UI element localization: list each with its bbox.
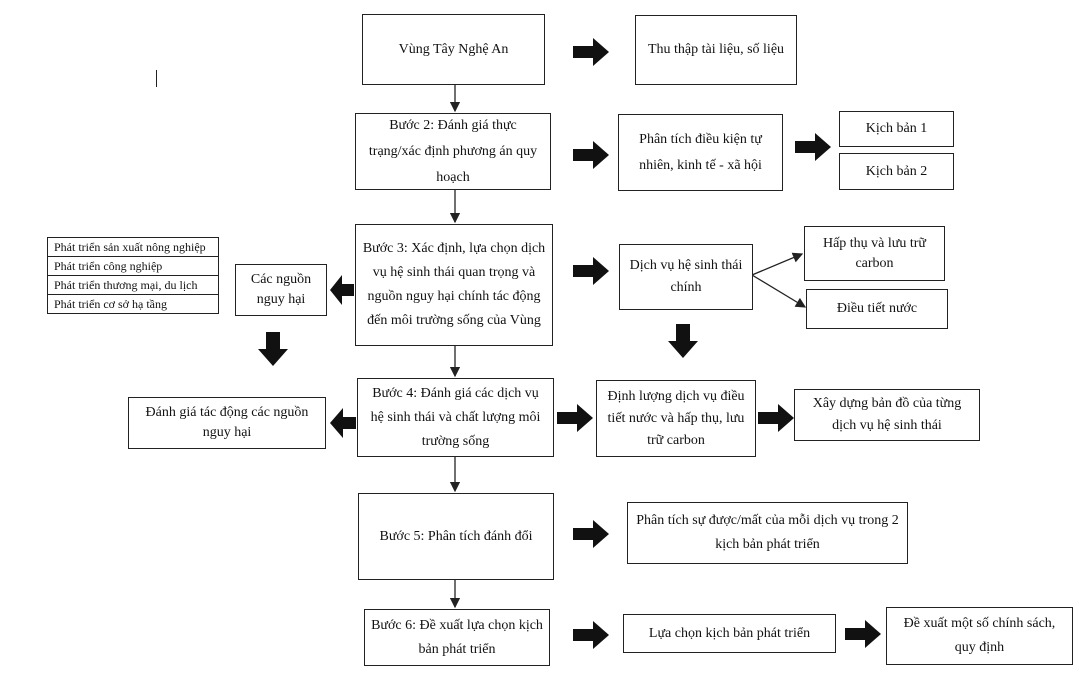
block-arrow-down-icon [258, 332, 288, 366]
step6-box: Bước 6: Đề xuất lựa chọn kịch bản phát t… [364, 609, 550, 666]
collect-data-label: Thu thập tài liệu, số liệu [647, 42, 785, 57]
scenario1-box: Kịch bản 1 [839, 111, 954, 147]
step3-label: Bước 3: Xác định, lựa chọn dịch vụ hệ si… [362, 241, 546, 328]
impact-label: Đánh giá tác động các nguồn nguy hại [145, 405, 309, 440]
hazard-list: Phát triển sản xuất nông nghiệp Phát tri… [47, 237, 219, 314]
scenario2-box: Kịch bản 2 [839, 153, 954, 190]
analysis-label: Phân tích điều kiện tự nhiên, kinh tế - … [639, 131, 762, 173]
propose-policy-box: Đề xuất một số chính sách, quy định [886, 607, 1073, 665]
water-box: Điều tiết nước [806, 289, 948, 329]
block-arrow-right-icon [573, 38, 609, 66]
step5-label: Bước 5: Phân tích đánh đổi [379, 528, 533, 544]
block-arrow-right-icon [573, 621, 609, 649]
main-services-box: Dịch vụ hệ sinh thái chính [619, 244, 753, 310]
step5-box: Bước 5: Phân tích đánh đổi [358, 493, 554, 580]
choose-scenario-label: Lựa chọn kịch bản phát triển [648, 625, 811, 641]
step1-label: Vùng Tây Nghệ An [398, 41, 509, 57]
mapping-box: Xây dựng bản đồ của từng dịch vụ hệ sinh… [794, 389, 980, 441]
step2-box: Bước 2: Đánh giá thực trạng/xác định phư… [355, 113, 551, 190]
step4-label: Bước 4: Đánh giá các dịch vụ hệ sinh thá… [370, 385, 541, 449]
collect-data-box: Thu thập tài liệu, số liệu [635, 15, 797, 85]
step2-label: Bước 2: Đánh giá thực trạng/xác định phư… [368, 117, 538, 185]
tradeoff-box: Phân tích sự được/mất của mỗi dịch vụ tr… [627, 502, 908, 564]
scenario2-label: Kịch bản 2 [865, 163, 928, 179]
step6-label: Bước 6: Đề xuất lựa chọn kịch bản phát t… [371, 617, 543, 657]
block-arrow-left-icon [330, 408, 356, 438]
hazards-box: Các nguồn nguy hại [235, 264, 327, 316]
connector-services-carbon [751, 252, 804, 276]
block-arrow-right-icon [758, 404, 794, 432]
step3-box: Bước 3: Xác định, lựa chọn dịch vụ hệ si… [355, 224, 553, 346]
step4-box: Bước 4: Đánh giá các dịch vụ hệ sinh thá… [357, 378, 554, 457]
block-arrow-right-icon [557, 404, 593, 432]
block-arrow-down-icon [668, 324, 698, 358]
main-services-label: Dịch vụ hệ sinh thái chính [629, 258, 743, 295]
text-cursor [156, 70, 158, 87]
quantify-box: Định lượng dịch vụ điều tiết nước và hấp… [596, 380, 756, 457]
hazard-item: Phát triển công nghiệp [48, 257, 218, 276]
propose-policy-label: Đề xuất một số chính sách, quy định [903, 616, 1056, 655]
block-arrow-right-icon [573, 141, 609, 169]
scenario1-label: Kịch bản 1 [865, 121, 928, 136]
hazards-label: Các nguồn nguy hại [250, 272, 312, 307]
water-label: Điều tiết nước [836, 301, 918, 316]
hazard-item: Phát triển sản xuất nông nghiệp [48, 238, 218, 257]
quantify-label: Định lượng dịch vụ điều tiết nước và hấp… [607, 388, 745, 448]
hazard-item: Phát triển cơ sở hạ tầng [54, 297, 167, 311]
carbon-box: Hấp thụ và lưu trữ carbon [804, 226, 945, 281]
block-arrow-left-icon [330, 275, 354, 305]
block-arrow-right-icon [573, 520, 609, 548]
choose-scenario-box: Lựa chọn kịch bản phát triển [623, 614, 836, 653]
connector-services-water [751, 274, 807, 308]
step1-box: Vùng Tây Nghệ An [362, 14, 545, 85]
carbon-label: Hấp thụ và lưu trữ carbon [822, 235, 927, 271]
block-arrow-right-icon [845, 620, 881, 648]
tradeoff-label: Phân tích sự được/mất của mỗi dịch vụ tr… [636, 513, 899, 552]
mapping-label: Xây dựng bản đồ của từng dịch vụ hệ sinh… [812, 396, 962, 433]
analysis-box: Phân tích điều kiện tự nhiên, kinh tế - … [618, 114, 783, 191]
impact-box: Đánh giá tác động các nguồn nguy hại [128, 397, 326, 449]
block-arrow-right-icon [573, 257, 609, 285]
block-arrow-right-icon [795, 133, 831, 161]
hazard-item: Phát triển thương mại, du lịch [48, 276, 218, 295]
